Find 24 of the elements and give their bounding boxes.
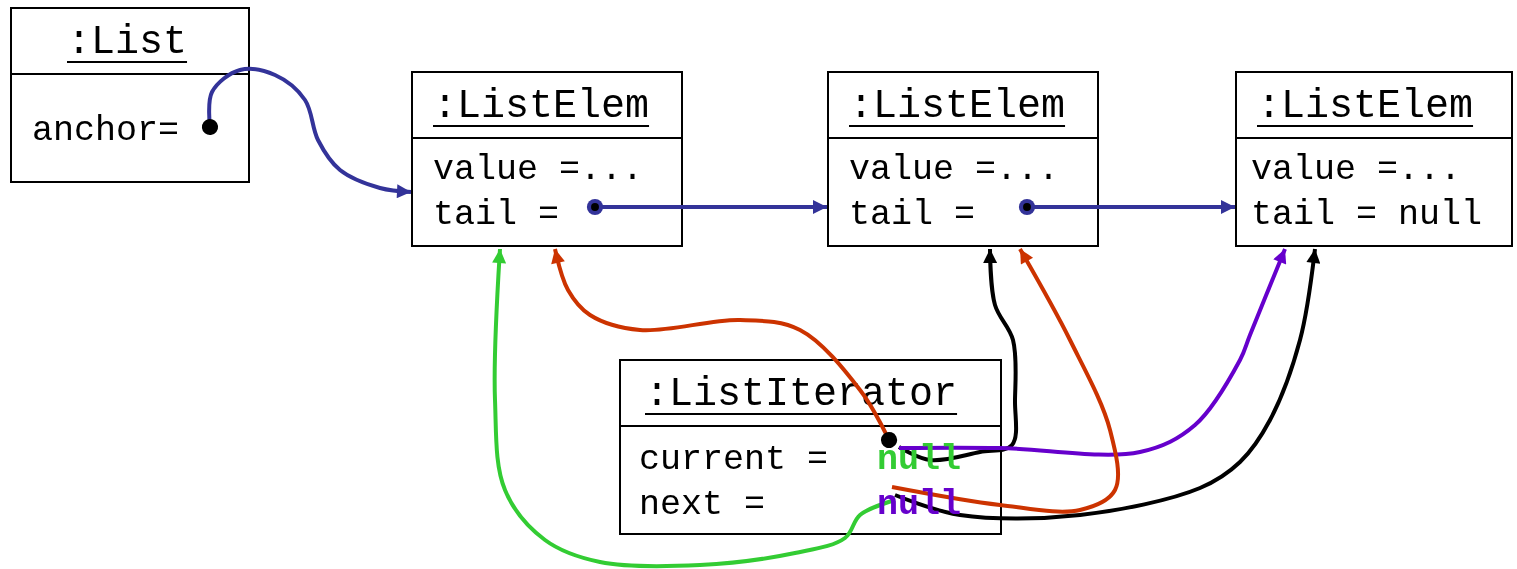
object-box [1235, 71, 1513, 247]
object-name: :List [67, 23, 188, 63]
object-name: :ListElem [849, 87, 1066, 127]
object-box [10, 7, 250, 183]
reference-arrow [898, 248, 1019, 463]
attribute-text: anchor= [32, 114, 180, 149]
attribute-text: next = [639, 488, 766, 523]
object-name: :ListElem [1257, 87, 1474, 127]
attribute-text: value =... [849, 153, 1060, 188]
reference-arrow [1018, 198, 1235, 216]
reference-arrow [586, 198, 827, 216]
attribute-text: tail = [433, 198, 560, 233]
object-box [827, 71, 1099, 247]
reference-arrow [894, 248, 1321, 521]
object-box [411, 71, 683, 247]
reference-arrow [891, 248, 1120, 514]
attribute-text: tail = [849, 198, 976, 233]
attribute-text: current = [639, 443, 829, 478]
reference-arrow [899, 248, 1287, 457]
reference-arrow [201, 66, 412, 199]
attribute-text: tail = null [1251, 198, 1483, 233]
attribute-text: value =... [433, 153, 644, 188]
attribute-text: value =... [1251, 153, 1462, 188]
object-name: :ListElem [433, 87, 650, 127]
